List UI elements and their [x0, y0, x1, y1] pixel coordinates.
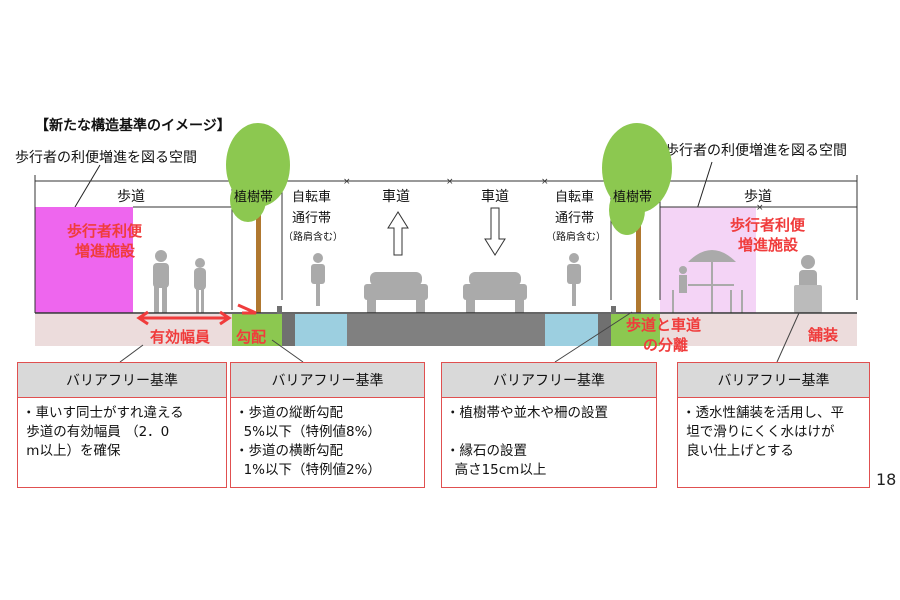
label-road-down: 車道 [481, 188, 509, 205]
facility-right-label-1: 歩行者利便 [730, 216, 806, 234]
box-line: ・歩道の縦断勾配 [235, 405, 343, 421]
box-line: 良い仕上げとする [682, 443, 794, 459]
box-line: 5%以下（特例値8%） [235, 424, 381, 440]
diagram-title: 【新たな構造基準のイメージ】 [35, 117, 231, 134]
facility-right-label-2: 増進施設 [738, 236, 799, 254]
box-line: ・透水性舗装を活用し、平 [682, 405, 844, 421]
cyclist-left-icon [311, 253, 325, 306]
wheelchair-user-icon [794, 255, 822, 313]
pedestrian-woman-icon [194, 258, 206, 313]
box-line: ・歩道の横断勾配 [235, 443, 343, 459]
label-bike-lane-left-3: （路肩含む） [283, 230, 343, 243]
box-line [446, 423, 652, 442]
effective-width-arrow [136, 303, 257, 326]
label-bike-lane-left-2: 通行帯 [292, 211, 331, 226]
tree-right-icon [602, 123, 672, 313]
svg-text:×: × [446, 177, 454, 187]
label-road-up: 車道 [382, 188, 410, 205]
label-slope: 勾配 [236, 328, 266, 346]
label-bike-lane-right-3: （路肩含む） [546, 230, 606, 243]
barrier-free-box-1: バリアフリー基準 ・車いす同士がすれ違える 歩道の有効幅員 （2．0 m以上）を… [17, 362, 227, 488]
label-planting-right: 植樹帯 [613, 190, 652, 205]
callout-left-leader [74, 164, 101, 208]
box-header: バリアフリー基準 [231, 363, 424, 398]
svg-text:×: × [343, 177, 351, 187]
label-bike-lane-right: 自転車 [555, 190, 594, 205]
callout-right-space: 歩行者の利便増進を図る空間 [665, 143, 847, 159]
label-bike-lane-right-2: 通行帯 [555, 211, 594, 226]
facility-area-left [35, 207, 133, 313]
box-line: ・植樹帯や並木や柵の設置 [446, 405, 608, 421]
tree-left-icon [226, 123, 290, 313]
car-right-icon [463, 272, 527, 313]
arrow-down-icon [484, 207, 506, 256]
label-bike-lane-left: 自転車 [292, 190, 331, 205]
leader-lines [119, 311, 800, 363]
arrow-up-icon [387, 211, 409, 256]
car-left-icon [364, 272, 428, 313]
facility-left-label-2: 増進施設 [75, 242, 136, 260]
page-number: 18 [876, 470, 897, 489]
barrier-free-box-4: バリアフリー基準 ・透水性舗装を活用し、平 坦で滑りにくく水はけが 良い仕上げと… [677, 362, 870, 488]
people-silhouettes [153, 250, 822, 313]
label-sidewalk-right: 歩道 [744, 189, 772, 205]
callout-left-space: 歩行者の利便増進を図る空間 [15, 150, 197, 166]
facility-left-label-1: 歩行者利便 [67, 222, 143, 240]
label-sidewalk-left: 歩道 [117, 189, 145, 205]
box-line: 1%以下（特例値2%） [235, 462, 381, 478]
label-effective-width: 有効幅員 [150, 328, 210, 346]
box-line: 歩道の有効幅員 （2．0 [22, 424, 170, 440]
cyclist-right-icon [567, 253, 581, 306]
box-line: 高さ15cm以上 [446, 462, 547, 478]
label-planting-left: 植樹帯 [234, 190, 273, 205]
box-header: バリアフリー基準 [678, 363, 869, 398]
box-line: 坦で滑りにくく水はけが [682, 424, 835, 440]
pavement-strip [35, 306, 857, 346]
pedestrian-man-icon [153, 250, 169, 313]
svg-text:×: × [756, 203, 764, 213]
label-separation-1: 歩道と車道 [626, 316, 701, 334]
cafe-table-umbrella-icon [672, 250, 743, 313]
barrier-free-box-3: バリアフリー基準 ・植樹帯や並木や柵の設置・縁石の設置 高さ15cm以上 [441, 362, 657, 488]
box-line: ・車いす同士がすれ違える [22, 405, 184, 421]
label-separation-2: の分離 [643, 336, 688, 354]
box-header: バリアフリー基準 [18, 363, 226, 398]
svg-text:×: × [541, 177, 549, 187]
label-paving: 舗装 [807, 326, 839, 344]
box-line: ・縁石の設置 [446, 443, 527, 459]
box-header: バリアフリー基準 [442, 363, 656, 398]
box-line: m以上）を確保 [22, 443, 121, 459]
barrier-free-box-2: バリアフリー基準 ・歩道の縦断勾配 5%以下（特例値8%） ・歩道の横断勾配 1%… [230, 362, 425, 488]
